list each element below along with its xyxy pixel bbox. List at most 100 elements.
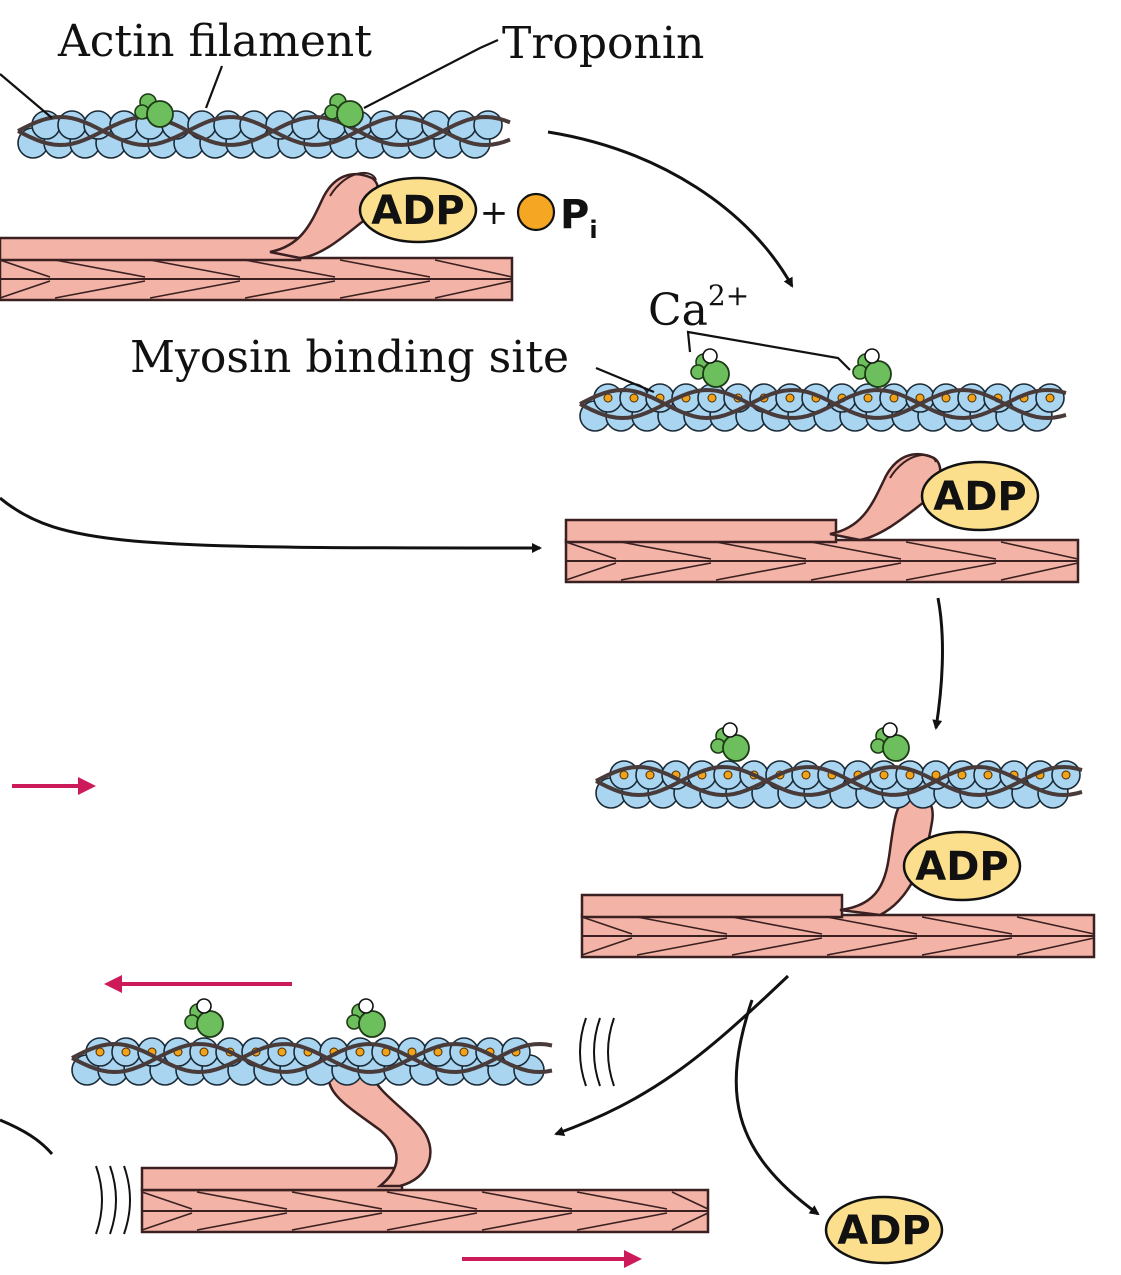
myosin-binding-site-dot xyxy=(603,393,613,403)
motion-arrow-right-1 xyxy=(12,777,96,795)
actin-leader-line xyxy=(0,73,53,119)
myosin-binding-site-dot xyxy=(723,770,733,780)
adp-ellipse xyxy=(358,176,478,244)
troponin-subunit xyxy=(196,1010,224,1038)
binding-site-leader-line xyxy=(595,366,655,394)
tropomyosin-strand xyxy=(579,387,1067,421)
thick-filament-twist xyxy=(671,1212,709,1231)
myosin-binding-site-dot xyxy=(801,770,811,780)
thick-filament-twist xyxy=(715,541,807,560)
calcium-ion xyxy=(702,348,718,364)
calcium-ion xyxy=(196,998,212,1014)
thick-filament-twist xyxy=(715,562,807,581)
thick-filament-twist xyxy=(481,1212,573,1231)
myosin-thick-filaments xyxy=(0,236,1096,1234)
myosin-binding-site-dot xyxy=(1061,770,1071,780)
thick-filament-upper-strand xyxy=(580,893,844,919)
vibration-mark xyxy=(109,1165,117,1235)
adp-ellipse xyxy=(920,460,1040,532)
cycle-arrow-2 xyxy=(0,496,542,553)
thick-filament-twist xyxy=(291,1191,383,1210)
myosin-binding-site-dot xyxy=(121,1047,131,1057)
vibration-mark xyxy=(593,1017,601,1087)
myosin-binding-site-dot xyxy=(629,393,639,403)
thick-filament-twist xyxy=(244,259,336,278)
myosin-binding-site-dot xyxy=(879,770,889,780)
troponin-subunit xyxy=(702,360,730,388)
thick-filament-twist xyxy=(196,1191,288,1210)
thick-filament-twist xyxy=(731,916,823,935)
thick-filament-twist xyxy=(1000,541,1079,560)
troponin-subunit xyxy=(722,734,750,762)
motion-arrowhead xyxy=(624,1250,642,1268)
vibration-marks-left xyxy=(95,1165,131,1235)
motion-arrowhead xyxy=(78,777,96,795)
thick-filament-twist xyxy=(905,562,997,581)
calcium-charge: 2+ xyxy=(707,279,750,312)
thick-filament-twist xyxy=(921,916,1013,935)
motion-arrowhead xyxy=(104,975,122,993)
troponin-subunit xyxy=(882,734,910,762)
actin-filament-label: Actin filament xyxy=(58,16,372,67)
motion-arrow-right-2 xyxy=(462,1250,642,1268)
cycle-arrows xyxy=(0,38,944,1216)
adp-molecule-2: ADP xyxy=(920,460,1040,532)
thick-filament-twist xyxy=(581,937,633,956)
adp-ellipse xyxy=(824,1195,944,1265)
thick-filament-twist xyxy=(826,937,918,956)
cycle-arrow-4 xyxy=(554,974,790,1136)
thick-filament-twist xyxy=(826,916,918,935)
tropomyosin-strand xyxy=(17,114,511,148)
troponin-2b xyxy=(852,348,892,388)
calcium-leader-line xyxy=(686,330,851,371)
actin-filament-3 xyxy=(595,760,1083,809)
myosin-head-lobe xyxy=(329,172,377,197)
thick-filament-twist xyxy=(565,562,617,581)
actin-filaments xyxy=(17,110,1083,1086)
cycle-arrow-3 xyxy=(932,597,944,730)
thick-filament-twist xyxy=(196,1212,288,1231)
thick-filament-upper-strand xyxy=(140,1166,404,1192)
actin-bead xyxy=(31,110,61,140)
adp-molecule-4: ADP xyxy=(824,1195,944,1265)
troponin-leader-line xyxy=(363,38,499,109)
myosin-binding-site-dot xyxy=(355,1047,365,1057)
troponin-subunit xyxy=(358,1010,386,1038)
thick-filament-upper-strand xyxy=(564,518,838,544)
adp-molecule-1: ADP xyxy=(358,176,478,244)
thick-filament-twist xyxy=(731,937,823,956)
phosphate-label: Pi xyxy=(560,192,598,244)
thick-filament-twist xyxy=(149,280,241,299)
myosin-binding-site-label: Myosin binding site xyxy=(130,332,570,383)
thick-filament-2 xyxy=(564,538,1080,584)
thick-filament-twist xyxy=(636,937,728,956)
myosin-head-1 xyxy=(269,172,380,260)
vibration-marks-right xyxy=(579,1017,615,1087)
motion-arrows xyxy=(12,777,642,1268)
calcium-ion xyxy=(358,998,374,1014)
myosin-binding-site-dot xyxy=(277,1047,287,1057)
thick-filament-twist xyxy=(54,259,146,278)
phosphate-icon xyxy=(516,192,556,232)
thick-filament-twist xyxy=(810,562,902,581)
plus-sign: + xyxy=(480,193,509,233)
vibration-mark xyxy=(579,1017,587,1087)
thick-filament-twist xyxy=(54,280,146,299)
thick-filament-twist xyxy=(141,1212,193,1231)
tropomyosin-strand xyxy=(579,387,1067,421)
thick-filament-twist xyxy=(149,259,241,278)
troponin-1b xyxy=(324,93,364,128)
cycle-arrow-6 xyxy=(0,1118,54,1155)
troponin-3a xyxy=(710,722,750,762)
actin-filament-1 xyxy=(17,110,511,159)
tropomyosin-strand xyxy=(71,1041,553,1075)
thick-filament-twist xyxy=(620,562,712,581)
adp-label: ADP xyxy=(933,474,1026,520)
thick-filament-twist xyxy=(434,280,513,299)
tropomyosin-strand xyxy=(17,114,511,148)
myosin-binding-site-dot xyxy=(983,770,993,780)
tropomyosin-strand xyxy=(595,764,1083,798)
